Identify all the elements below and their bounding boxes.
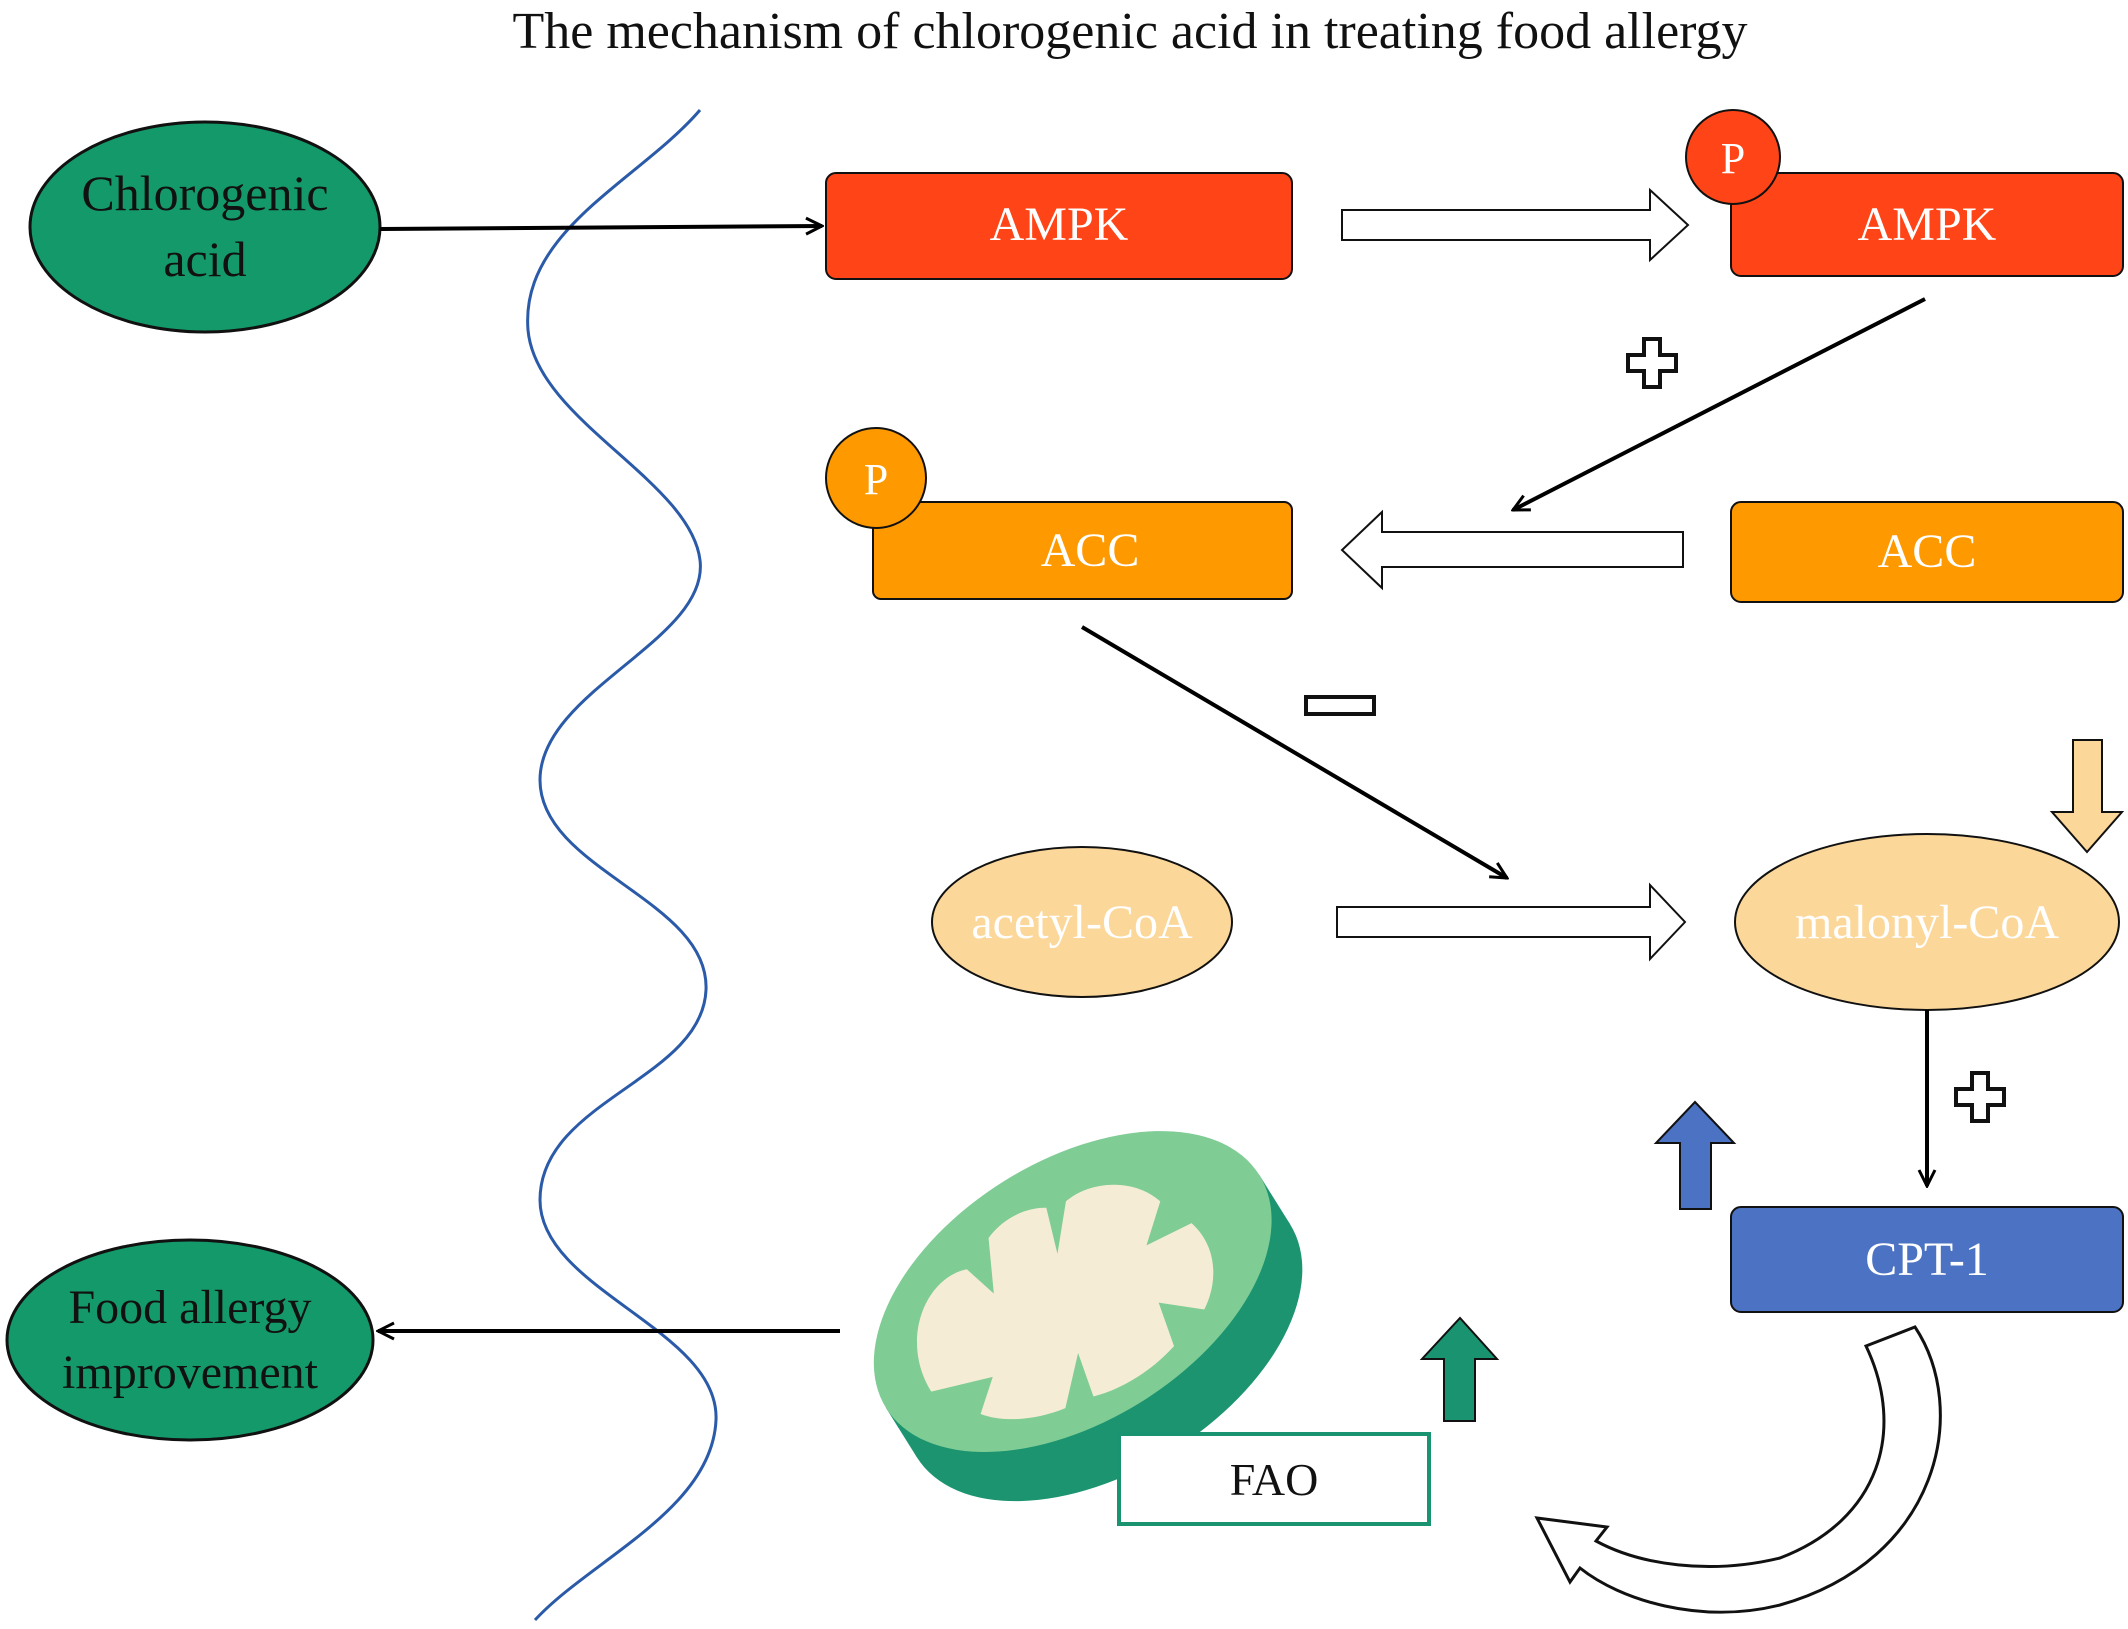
fao-label: FAO [1230, 1454, 1319, 1505]
ampk-phosphate-label: P [1721, 134, 1745, 183]
acc-phosphate-label: P [864, 455, 888, 504]
food-allergy-improvement-node: Food allergy improvement [5, 1238, 375, 1442]
chlorogenic-acid-label-line1: Chlorogenic [81, 165, 328, 221]
chlorogenic-acid-label-line2: acid [163, 231, 246, 287]
ampk-box: AMPK [825, 172, 1293, 280]
cpt1-label: CPT-1 [1865, 1233, 1989, 1286]
acc-box: ACC [1730, 501, 2124, 603]
phospho-acc-box: ACC P [825, 427, 1293, 600]
phospho-ampk-label: AMPK [1858, 198, 1997, 251]
blue-up-arrow-increase [1653, 1100, 1737, 1210]
hollow-arrow-ampk-to-phospho [1341, 187, 1690, 263]
ampk-label: AMPK [990, 198, 1129, 251]
malonyl-coa-label: malonyl-CoA [1795, 896, 2059, 949]
arrow-chlorogenic-to-ampk [379, 226, 822, 229]
arrow-phospho-ampk-to-phospho-acc [1513, 297, 1926, 512]
diagram-title: The mechanism of chlorogenic acid in tre… [512, 3, 1747, 60]
malonyl-coa-node: malonyl-CoA [1734, 833, 2120, 1011]
chlorogenic-acid-node: Chlorogenic acid [28, 120, 382, 334]
plus-sign-activation-1 [1626, 337, 1678, 389]
arrow-phospho-acc-inhibits-conversion [1080, 625, 1507, 880]
minus-sign-inhibition [1304, 695, 1376, 716]
acc-phosphate-circle [825, 427, 927, 529]
fao-box: FAO [1117, 1432, 1431, 1526]
cpt1-box: CPT-1 [1730, 1206, 2124, 1313]
down-arrow-acc-to-malonyl [2049, 739, 2125, 854]
acetyl-coa-node: acetyl-CoA [931, 846, 1233, 998]
hollow-arrow-acc-to-phospho-acc [1340, 509, 1684, 591]
food-allergy-label-line1: Food allergy [68, 1281, 311, 1334]
mitochondrion-icon [873, 1131, 1303, 1502]
phospho-ampk-box: AMPK P [1685, 109, 2124, 277]
plus-sign-activation-2 [1954, 1071, 2006, 1123]
food-allergy-label-line2: improvement [62, 1346, 319, 1399]
curved-hollow-arrow-cpt1-to-fao [1534, 1325, 1942, 1614]
green-up-arrow-increase [1419, 1316, 1500, 1422]
membrane-wave-line [526, 109, 718, 1622]
hollow-arrow-acetyl-to-malonyl [1336, 882, 1687, 962]
ampk-phosphate-circle [1685, 109, 1781, 205]
phospho-acc-label: ACC [1041, 524, 1140, 577]
acc-label: ACC [1878, 525, 1977, 578]
acetyl-coa-label: acetyl-CoA [971, 896, 1193, 949]
